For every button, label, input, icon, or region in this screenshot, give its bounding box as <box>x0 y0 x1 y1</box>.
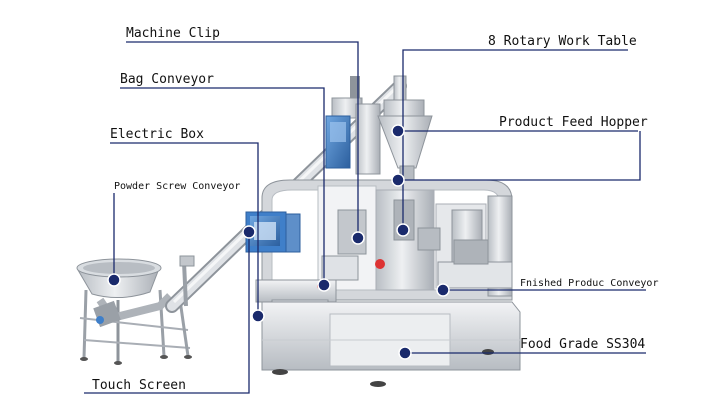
label-food-grade-ss304: Food Grade SS304 <box>520 337 645 352</box>
leader-machine-clip <box>126 41 359 238</box>
label-finished-product-conveyor: Fnished Produc Conveyor <box>520 278 658 289</box>
label-powder-screw-conveyor: Powder Screw Conveyor <box>114 181 240 192</box>
leader-rotary-work-table <box>402 49 628 230</box>
label-machine-clip: Machine Clip <box>126 26 220 41</box>
auger-filler-column <box>331 75 433 183</box>
blue-side-panel <box>325 115 351 169</box>
dot-powder-screw <box>107 273 121 287</box>
label-touch-screen: Touch Screen <box>92 378 186 393</box>
dot-rotary-work-table <box>396 223 410 237</box>
dot-electric-box <box>251 309 265 323</box>
leader-bag-conveyor <box>120 87 325 285</box>
callout-dots <box>107 124 450 360</box>
dot-finished-conveyor <box>436 283 450 297</box>
dot-machine-clip <box>351 231 365 245</box>
label-bag-conveyor: Bag Conveyor <box>120 72 214 87</box>
lower-cabinet <box>261 301 521 387</box>
callout-labels: Machine Clip 8 Rotary Work Table Bag Con… <box>92 26 658 393</box>
dot-bag-conveyor <box>317 278 331 292</box>
leader-product-feed-hopper-2 <box>398 131 641 181</box>
leader-electric-box <box>110 142 259 316</box>
machine-illustration <box>76 75 521 387</box>
leader-touch-screen <box>84 232 250 394</box>
powder-screw-feed-pipe <box>93 293 173 328</box>
leader-lines <box>84 41 646 394</box>
label-electric-box: Electric Box <box>110 127 204 142</box>
label-rotary-work-table: 8 Rotary Work Table <box>488 34 637 49</box>
dot-touch-screen <box>242 225 256 239</box>
dot-product-feed-hopper <box>391 124 405 138</box>
dot-product-feed-hopper-2 <box>391 173 405 187</box>
finished-conveyor-unit <box>437 239 513 289</box>
dot-food-grade <box>398 346 412 360</box>
label-product-feed-hopper: Product Feed Hopper <box>499 115 648 130</box>
